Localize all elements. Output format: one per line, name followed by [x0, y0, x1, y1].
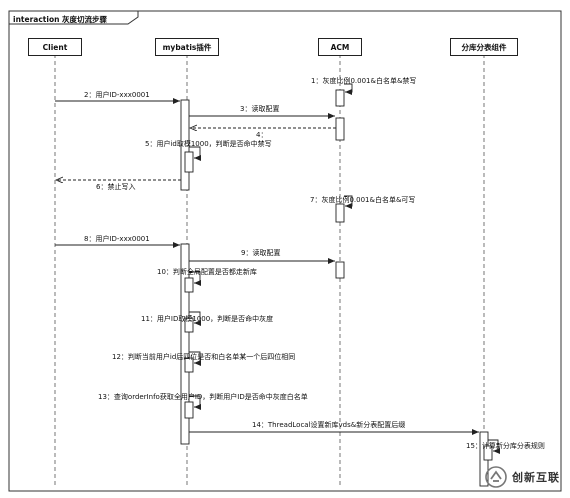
message-label-8: 8：用户ID-xxx0001 [84, 235, 150, 243]
message-label-11: 11：用户ID取模1000，判断是否命中灰度 [141, 315, 274, 323]
activation-mybatis-2c [184, 357, 194, 373]
frame-title: interaction 灰度切流步骤 [13, 15, 108, 24]
watermark-text: 创新互联 [512, 471, 560, 484]
activation-mybatis-2b [184, 317, 194, 333]
activation-mybatis-1b [184, 151, 194, 173]
arrow-m12 [189, 351, 201, 366]
interaction-frame [8, 10, 562, 492]
activation-acm-2 [335, 117, 345, 141]
activation-mybatis-1 [180, 99, 190, 191]
activation-mybatis-2d [184, 401, 194, 419]
message-label-13: 13：查询orderInfo获取全用户ID，判断用户ID是否命中灰度白名单 [98, 393, 308, 401]
message-label-2: 2：用户ID-xxx0001 [84, 91, 150, 99]
brand-logo-icon [485, 466, 507, 488]
message-label-12: 12：判断当前用户id后四位是否和白名单某一个后四位相同 [112, 353, 296, 361]
arrow-m10 [189, 271, 201, 286]
message-label-15: 15：计算新分库分表规则 [466, 442, 545, 450]
participant-mybatis: mybatis插件 [155, 38, 219, 56]
activation-shard-1b [483, 445, 493, 461]
arrow-m7 [344, 195, 353, 209]
message-label-9: 9：读取配置 [241, 249, 281, 257]
message-label-3: 3：读取配置 [240, 105, 280, 113]
message-label-14: 14：ThreadLocal设置新库vds&新分表配置后缀 [252, 421, 406, 429]
watermark: 创新互联 [485, 466, 560, 488]
frame-title-tab [9, 11, 139, 25]
arrow-m1 [344, 83, 353, 95]
activation-acm-4 [335, 261, 345, 279]
arrow-m11 [189, 311, 201, 326]
message-label-1: 1：灰度比例0.001&白名单&禁写 [311, 77, 417, 85]
participant-acm: ACM [318, 38, 362, 56]
message-label-10: 10：判断全局配置是否都走新库 [157, 268, 257, 276]
arrow-m5 [189, 146, 201, 161]
activation-mybatis-2 [180, 243, 190, 445]
message-label-4: 4： [256, 131, 268, 139]
arrow-m13 [189, 395, 201, 410]
message-label-5: 5：用户id取模1000，判断是否命中禁写 [145, 140, 272, 148]
activation-acm-3 [335, 203, 345, 223]
message-label-6: 6：禁止写入 [96, 183, 136, 191]
arrow-m15 [488, 439, 500, 454]
message-label-7: 7：灰度比例0.001&白名单&可写 [310, 196, 416, 204]
participant-client: Client [28, 38, 82, 56]
activation-mybatis-2a [184, 277, 194, 293]
activation-acm-1 [335, 89, 345, 107]
participant-shard: 分库分表组件 [450, 38, 518, 56]
